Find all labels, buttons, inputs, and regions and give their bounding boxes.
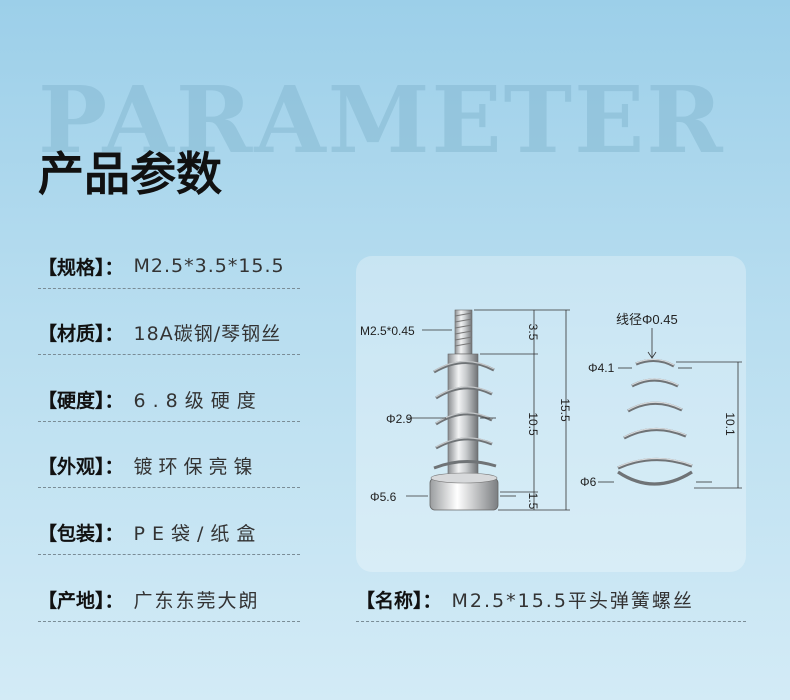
screw-spring-diagram: M2.5*0.45 Φ2.9 Φ5.6 3.5 10.5 1.5 15.5 <box>360 309 742 511</box>
spec-row-hardness: 【硬度】： 6.8级硬度 <box>38 377 300 422</box>
spec-value: 18A碳钢/琴钢丝 <box>133 322 282 345</box>
spec-label: 【包装】： <box>38 522 124 545</box>
spring-top-diameter-label: Φ4.1 <box>588 361 615 375</box>
name-label: 【名称】： <box>356 589 442 612</box>
spec-label: 【规格】： <box>38 256 124 279</box>
spec-row-size: 【规格】： M2.5*3.5*15.5 <box>38 244 300 289</box>
spec-row-packaging: 【包装】： PE袋/纸盒 <box>38 510 300 555</box>
shaft-length-label: 10.5 <box>526 412 540 436</box>
name-value: M2.5*15.5平头弹簧螺丝 <box>451 589 694 612</box>
spec-value: PE袋/纸盒 <box>133 522 263 545</box>
spec-value: 广东东莞大朗 <box>133 589 260 612</box>
spec-label: 【外观】： <box>38 455 124 478</box>
spec-label: 【材质】： <box>38 322 124 345</box>
spec-value: 6.8级硬度 <box>133 389 263 412</box>
spring <box>617 358 693 486</box>
spec-row-finish: 【外观】： 镀环保亮镍 <box>38 443 300 488</box>
watermark-text: PARAMETER <box>38 66 725 174</box>
page-title: 产品参数 <box>38 147 222 201</box>
spec-label: 【产地】： <box>38 589 124 612</box>
spring-bottom-diameter-label: Φ6 <box>580 475 597 489</box>
thread-length-label: 3.5 <box>526 324 540 341</box>
spec-label: 【硬度】： <box>38 389 124 412</box>
product-name-row: 【名称】： M2.5*15.5平头弹簧螺丝 <box>356 577 746 622</box>
spring-dimension-lines <box>598 328 742 489</box>
total-length-label: 15.5 <box>558 398 572 422</box>
wire-diameter-label: 线径Φ0.45 <box>616 312 678 327</box>
spec-value: M2.5*3.5*15.5 <box>133 255 285 277</box>
head-height-label: 1.5 <box>526 493 540 510</box>
spec-row-origin: 【产地】： 广东东莞大朗 <box>38 577 300 622</box>
screw <box>429 309 499 511</box>
head-diameter-label: Φ5.6 <box>370 490 397 504</box>
shaft-diameter-label: Φ2.9 <box>386 412 413 426</box>
spec-value: 镀环保亮镍 <box>133 455 259 478</box>
diagram-panel: M2.5*0.45 Φ2.9 Φ5.6 3.5 10.5 1.5 15.5 <box>356 256 746 572</box>
spec-row-material: 【材质】： 18A碳钢/琴钢丝 <box>38 310 300 355</box>
screw-dimension-lines <box>406 309 570 511</box>
thread-spec-label: M2.5*0.45 <box>360 324 415 338</box>
spring-length-label: 10.1 <box>723 412 737 436</box>
